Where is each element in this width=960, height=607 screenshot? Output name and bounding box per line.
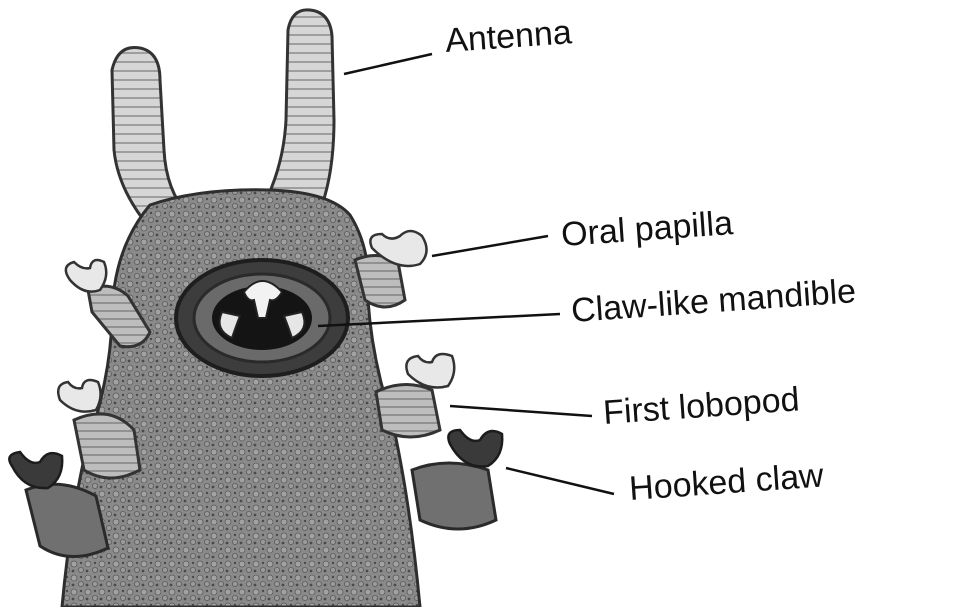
label-mandible: Claw-like mandible [570, 272, 857, 330]
mouth [176, 260, 348, 376]
leader-line-lobopod [450, 406, 592, 416]
antenna-right [268, 10, 334, 205]
leader-line-oral-papilla [432, 236, 548, 256]
label-claw: Hooked claw [628, 456, 825, 508]
oral-papilla-right [355, 231, 427, 307]
lobopod-right [376, 354, 454, 437]
claw-leg-right [412, 430, 502, 529]
leader-line-claw [506, 468, 614, 494]
label-lobopod: First lobopod [602, 380, 801, 432]
label-oral-papilla: Oral papilla [560, 204, 734, 254]
head-body [62, 190, 420, 607]
leader-line-antenna [344, 54, 432, 74]
label-antenna: Antenna [444, 13, 573, 60]
